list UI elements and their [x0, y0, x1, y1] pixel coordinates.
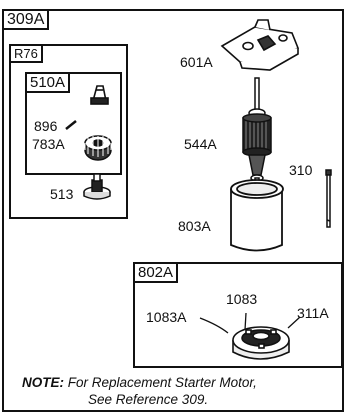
part-896-icon	[65, 120, 77, 130]
frame-510a	[25, 72, 122, 175]
leader-lines	[199, 312, 301, 334]
label-1083: 1083	[226, 291, 258, 307]
label-601a: 601A	[180, 54, 213, 70]
note-heading: NOTE:	[22, 375, 64, 390]
frame-r76	[9, 44, 128, 219]
part-601a-bracket-icon	[220, 19, 300, 71]
label-896: 896	[34, 118, 58, 134]
label-544a: 544A	[184, 136, 217, 152]
note-line-1: For Replacement Starter Motor,	[67, 375, 257, 390]
tag-309a: 309A	[2, 9, 50, 30]
part-802a-end-cap-icon	[232, 326, 290, 360]
label-311a: 311A	[297, 305, 329, 321]
label-310: 310	[289, 162, 313, 178]
part-513-icon	[83, 173, 111, 200]
part-803a-housing-icon	[230, 179, 284, 252]
frame-802a	[133, 262, 343, 368]
label-513: 513	[50, 186, 74, 202]
part-783a-gear-icon	[84, 135, 112, 161]
tag-r76: R76	[9, 44, 43, 63]
part-510a-icon	[90, 85, 109, 105]
replacement-note: NOTE: For Replacement Starter Motor, See…	[22, 374, 344, 408]
label-783a: 783A	[32, 136, 65, 152]
note-line-2: See Reference 309.	[88, 392, 209, 407]
part-310-bolt-icon	[325, 169, 332, 228]
tag-802a: 802A	[133, 262, 179, 283]
frame-309a	[2, 9, 344, 412]
tag-510a: 510A	[25, 72, 71, 93]
label-1083a: 1083A	[146, 309, 187, 325]
label-803a: 803A	[178, 218, 211, 234]
part-544a-armature-icon	[242, 77, 272, 189]
